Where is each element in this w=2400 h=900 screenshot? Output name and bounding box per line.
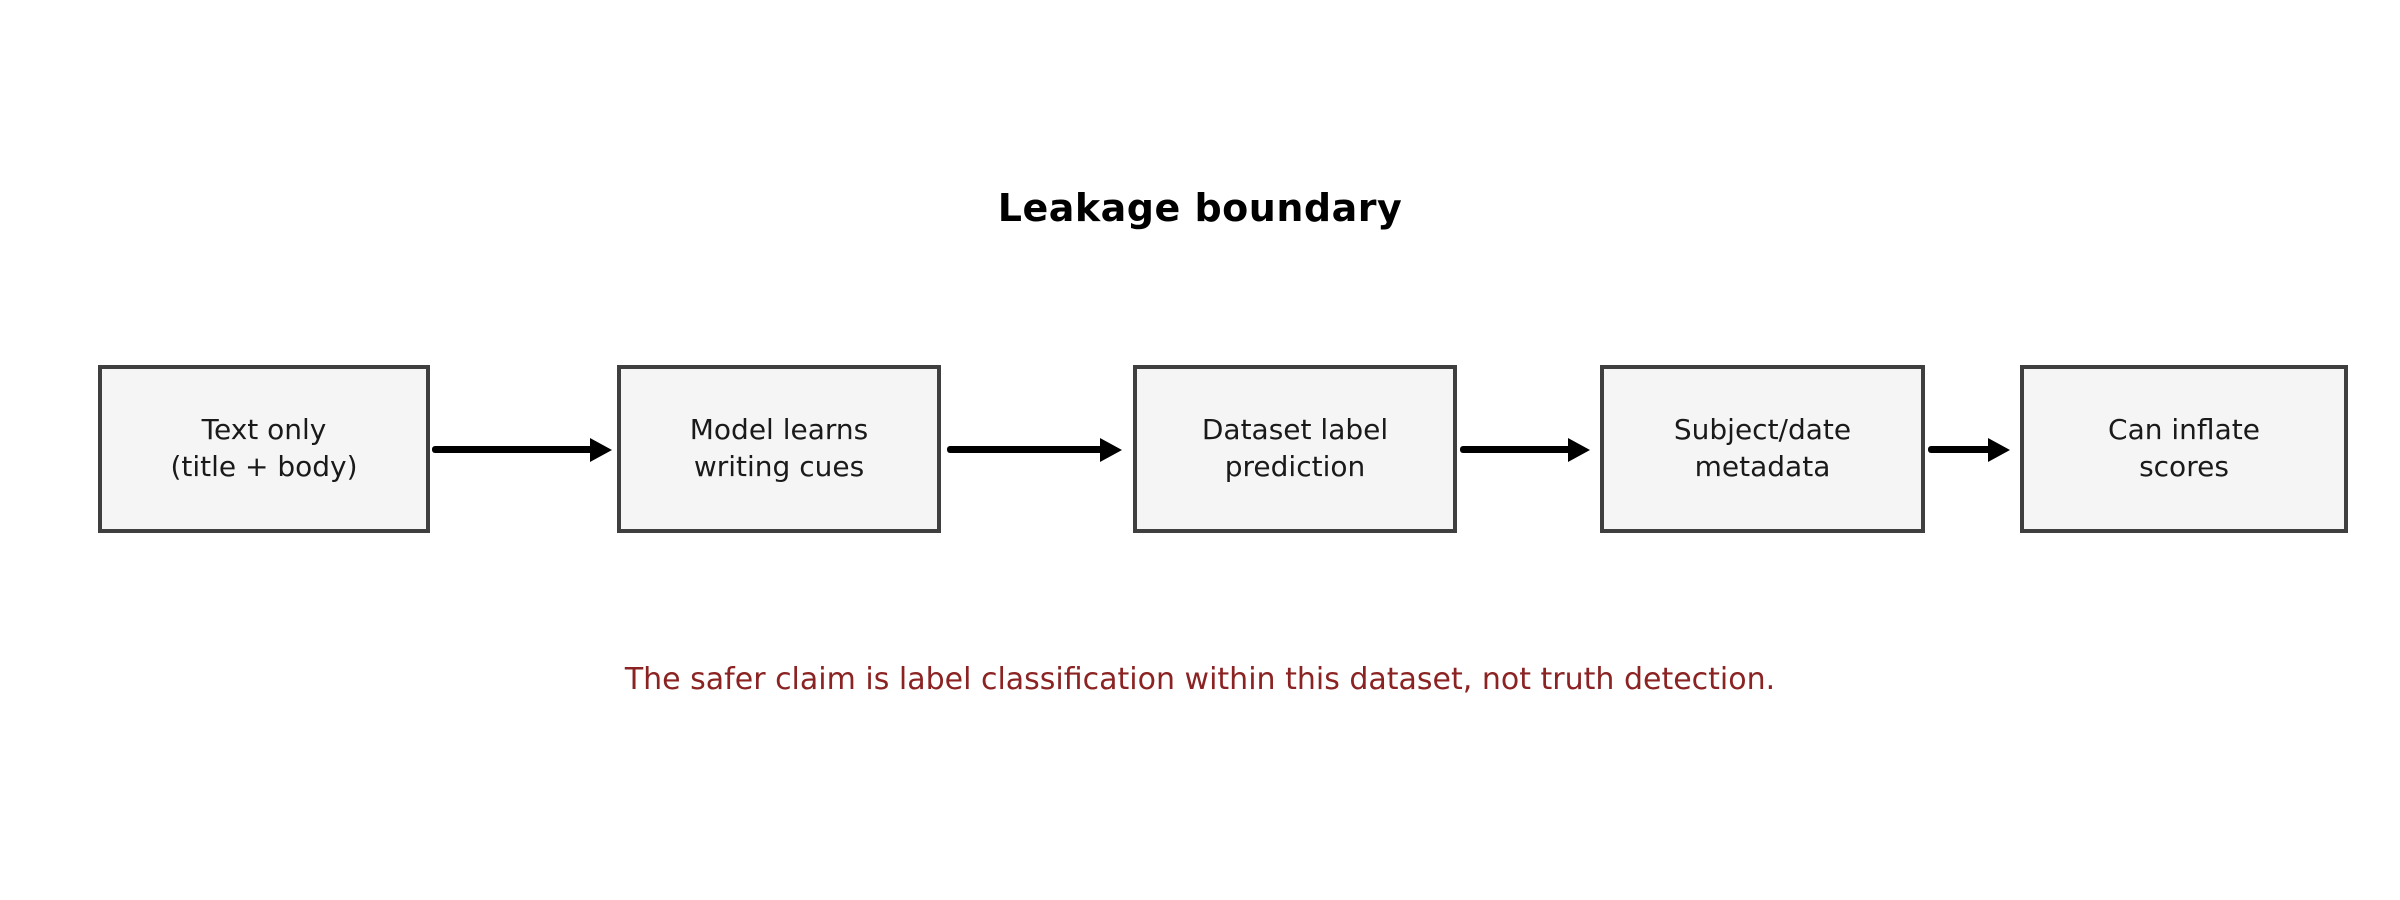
node-subject-date-metadata: Subject/date metadata xyxy=(1600,365,1925,533)
node-can-inflate-scores: Can inflate scores xyxy=(2020,365,2348,533)
node-can-inflate-scores-label: Can inflate scores xyxy=(2108,413,2260,483)
node-text-only-label: Text only (title + body) xyxy=(170,413,358,483)
node-dataset-label-prediction-label: Dataset label prediction xyxy=(1201,413,1389,483)
diagram-title: Leakage boundary xyxy=(997,186,1403,230)
arrow-head xyxy=(1988,438,2010,462)
node-model-learns-writing-cues: Model learns writing cues xyxy=(617,365,941,533)
arrow-line xyxy=(432,446,594,453)
arrow-line xyxy=(1460,446,1572,453)
node-dataset-label-prediction: Dataset label prediction xyxy=(1133,365,1457,533)
node-model-learns-writing-cues-label: Model learns writing cues xyxy=(689,413,869,483)
arrow-head xyxy=(1568,438,1590,462)
diagram-caption: The safer claim is label classification … xyxy=(624,662,1776,697)
arrow-line xyxy=(947,446,1104,453)
node-subject-date-metadata-label: Subject/date metadata xyxy=(1673,413,1852,483)
arrow-head xyxy=(590,438,612,462)
node-text-only: Text only (title + body) xyxy=(98,365,430,533)
arrow-head xyxy=(1100,438,1122,462)
arrow-line xyxy=(1928,446,1992,453)
